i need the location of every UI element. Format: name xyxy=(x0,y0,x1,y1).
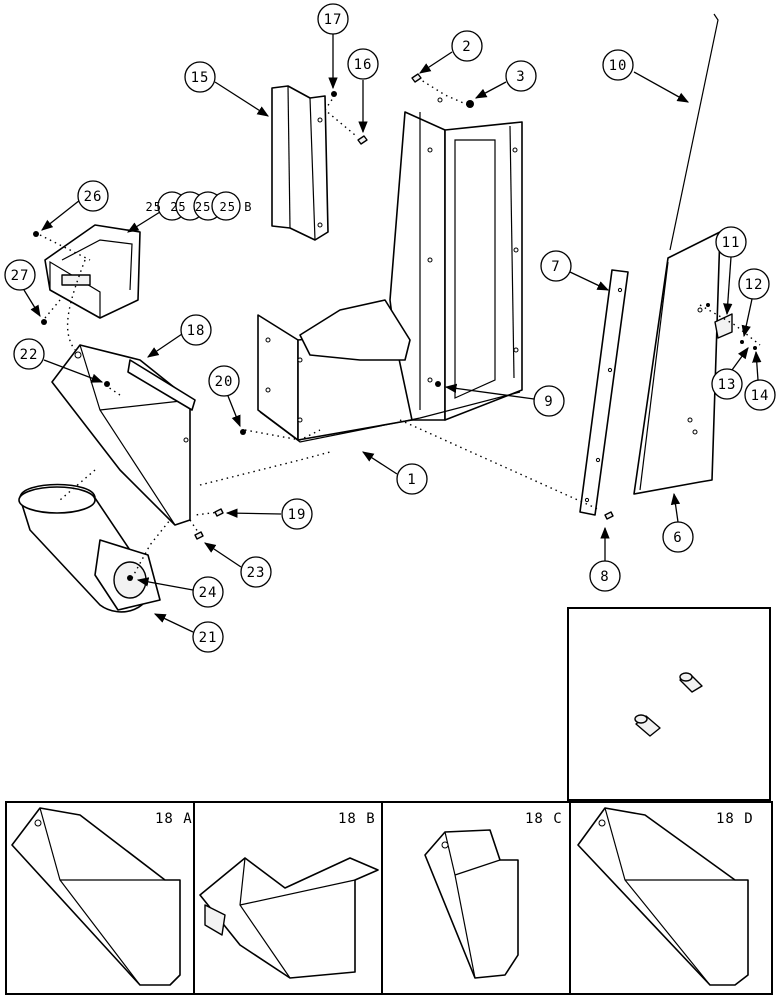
part-10-rod xyxy=(669,13,719,251)
callout-label-19: 19 xyxy=(288,507,307,523)
callout-label-25: 25 25 25 25 B xyxy=(146,200,253,214)
callout-label-22: 22 xyxy=(20,347,39,363)
callout-label-18: 18 xyxy=(187,323,206,339)
callout-bubble-3 xyxy=(505,60,537,92)
callout-bubble-2 xyxy=(451,30,483,62)
callout-label-13: 13 xyxy=(718,377,737,393)
bolt-5 xyxy=(679,672,703,693)
variant-panel-18a: 18 A xyxy=(5,801,195,995)
variant-panel-18d: 18 D xyxy=(569,801,773,995)
callout-label-15: 15 xyxy=(191,70,210,86)
callout-label-3: 3 xyxy=(516,69,525,85)
callout-bubble-19 xyxy=(281,498,313,530)
callout-label-8: 8 xyxy=(600,569,609,585)
variant-panel-18c: 18 C xyxy=(381,801,571,995)
callout-bubble-6 xyxy=(662,521,694,553)
callout-bubble-16 xyxy=(347,48,379,80)
callout-bubble-14 xyxy=(744,379,776,411)
callout-bubble-22 xyxy=(13,338,45,370)
callout-label-1: 1 xyxy=(407,472,416,488)
callout-label-24: 24 xyxy=(199,585,218,601)
part-25-inlet-box xyxy=(44,224,141,319)
variant-label-18b: 18 B xyxy=(338,811,376,827)
part-6-door-panel xyxy=(633,231,721,495)
bolt-inset-panel xyxy=(567,607,771,801)
callout-label-20: 20 xyxy=(215,374,234,390)
callout-bubble-7 xyxy=(540,250,572,282)
part-21-spout xyxy=(18,483,161,613)
callout-label-2: 2 xyxy=(462,39,471,55)
callout-bubble-9 xyxy=(533,385,565,417)
callout-label-21: 21 xyxy=(199,630,218,646)
assembly-lines xyxy=(39,77,761,579)
callout-label-10: 10 xyxy=(609,58,628,74)
part-18-transition xyxy=(51,344,196,526)
callout-bubble-13 xyxy=(711,368,743,400)
callout-bubble-11 xyxy=(715,226,747,258)
callout-bubble-17 xyxy=(317,3,349,35)
callout-bubble-25-d xyxy=(211,191,241,221)
callout-label-26: 26 xyxy=(84,189,103,205)
callout-bubble-15 xyxy=(184,61,216,93)
callout-bubble-23 xyxy=(240,556,272,588)
callout-bubble-8 xyxy=(589,560,621,592)
callout-label-6: 6 xyxy=(673,530,682,546)
part-1-main-housing xyxy=(257,97,523,443)
callout-bubble-18 xyxy=(180,314,212,346)
callout-label-16: 16 xyxy=(354,57,373,73)
callout-bubble-21 xyxy=(192,621,224,653)
callout-label-17: 17 xyxy=(324,12,343,28)
callout-label-11: 11 xyxy=(722,235,741,251)
part-15-bracket xyxy=(271,85,329,241)
callout-label-12: 12 xyxy=(745,277,764,293)
hardware-dots xyxy=(33,73,614,581)
variant-panel-18b: 18 B xyxy=(193,801,383,995)
callout-label-23: 23 xyxy=(247,565,266,581)
variant-label-18a: 18 A xyxy=(155,811,193,827)
callout-bubble-24 xyxy=(192,576,224,608)
callout-bubble-26 xyxy=(77,180,109,212)
part-7-strip xyxy=(579,269,629,516)
callout-label-27: 27 xyxy=(11,268,30,284)
callout-label-14: 14 xyxy=(751,388,770,404)
variant-label-18d: 18 D xyxy=(716,811,754,827)
callout-bubble-10 xyxy=(602,49,634,81)
bolt-4 xyxy=(634,714,661,737)
callout-bubble-27 xyxy=(4,259,36,291)
variant-label-18c: 18 C xyxy=(525,811,563,827)
latch-hardware xyxy=(706,303,757,350)
callout-label-7: 7 xyxy=(551,259,560,275)
callout-bubble-20 xyxy=(208,365,240,397)
callout-bubble-12 xyxy=(738,268,770,300)
callout-bubble-1 xyxy=(396,463,428,495)
callout-label-9: 9 xyxy=(544,394,553,410)
